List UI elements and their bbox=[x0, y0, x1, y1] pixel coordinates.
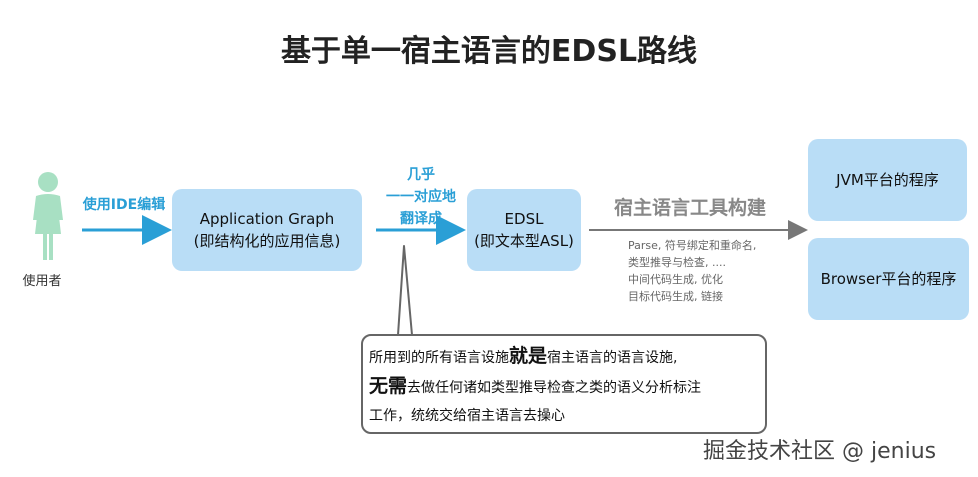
app-graph-box: Application Graph (即结构化的应用信息) bbox=[172, 189, 362, 271]
user-label: 使用者 bbox=[22, 274, 62, 289]
person-icon bbox=[33, 172, 63, 260]
host-tool-steps: Parse, 符号绑定和重命名, 类型推导与检查, .... 中间代码生成, 优… bbox=[628, 237, 756, 305]
host-tool-step: Parse, 符号绑定和重命名, bbox=[628, 239, 757, 252]
host-tool-label: 宿主语言工具构建 bbox=[614, 197, 767, 219]
callout-text: 所用到的所有语言设施 bbox=[369, 350, 509, 366]
edge-label-ide: 使用IDE编辑 bbox=[82, 197, 166, 213]
jvm-target-box: JVM平台的程序 bbox=[808, 139, 967, 221]
host-tool-step: 类型推导与检查, .... bbox=[628, 256, 726, 269]
callout-line-2: 无需去做任何诸如类型推导检查之类的语义分析标注 bbox=[369, 372, 765, 402]
edge-label-translate-1: 几乎 bbox=[407, 167, 435, 183]
edge-label-translate-2: 一一对应地 bbox=[386, 189, 456, 205]
callout-line-3: 工作，统统交给宿主语言去操心 bbox=[369, 408, 565, 424]
edsl-title: EDSL bbox=[504, 210, 544, 228]
callout-pointer bbox=[397, 245, 413, 336]
callout-text: 宿主语言的语言设施, bbox=[547, 350, 678, 366]
callout-text: 去做任何诸如类型推导检查之类的语义分析标注 bbox=[407, 380, 702, 396]
app-graph-subtitle: (即结构化的应用信息) bbox=[193, 232, 341, 250]
callout-emphasis: 就是 bbox=[509, 345, 548, 367]
host-tool-step: 中间代码生成, 优化 bbox=[628, 273, 723, 286]
host-tool-step: 目标代码生成, 链接 bbox=[628, 290, 723, 303]
browser-target-box: Browser平台的程序 bbox=[808, 238, 969, 320]
edsl-box: EDSL (即文本型ASL) bbox=[467, 189, 581, 271]
callout-box: 所用到的所有语言设施就是宿主语言的语言设施, 无需去做任何诸如类型推导检查之类的… bbox=[361, 334, 767, 434]
edge-label-translate-3: 翻译成 bbox=[400, 211, 442, 227]
edsl-subtitle: (即文本型ASL) bbox=[474, 232, 574, 250]
browser-target-label: Browser平台的程序 bbox=[820, 270, 957, 288]
edge-label-translate: 几乎 一一对应地 翻译成 bbox=[376, 164, 466, 230]
app-graph-title: Application Graph bbox=[199, 210, 335, 228]
jvm-target-label: JVM平台的程序 bbox=[836, 171, 939, 189]
page-title: 基于单一宿主语言的EDSL路线 bbox=[280, 34, 698, 69]
callout-emphasis: 无需 bbox=[369, 375, 408, 397]
callout-line-1: 所用到的所有语言设施就是宿主语言的语言设施, bbox=[369, 342, 765, 372]
watermark: 掘金技术社区 @ jenius bbox=[703, 439, 937, 464]
